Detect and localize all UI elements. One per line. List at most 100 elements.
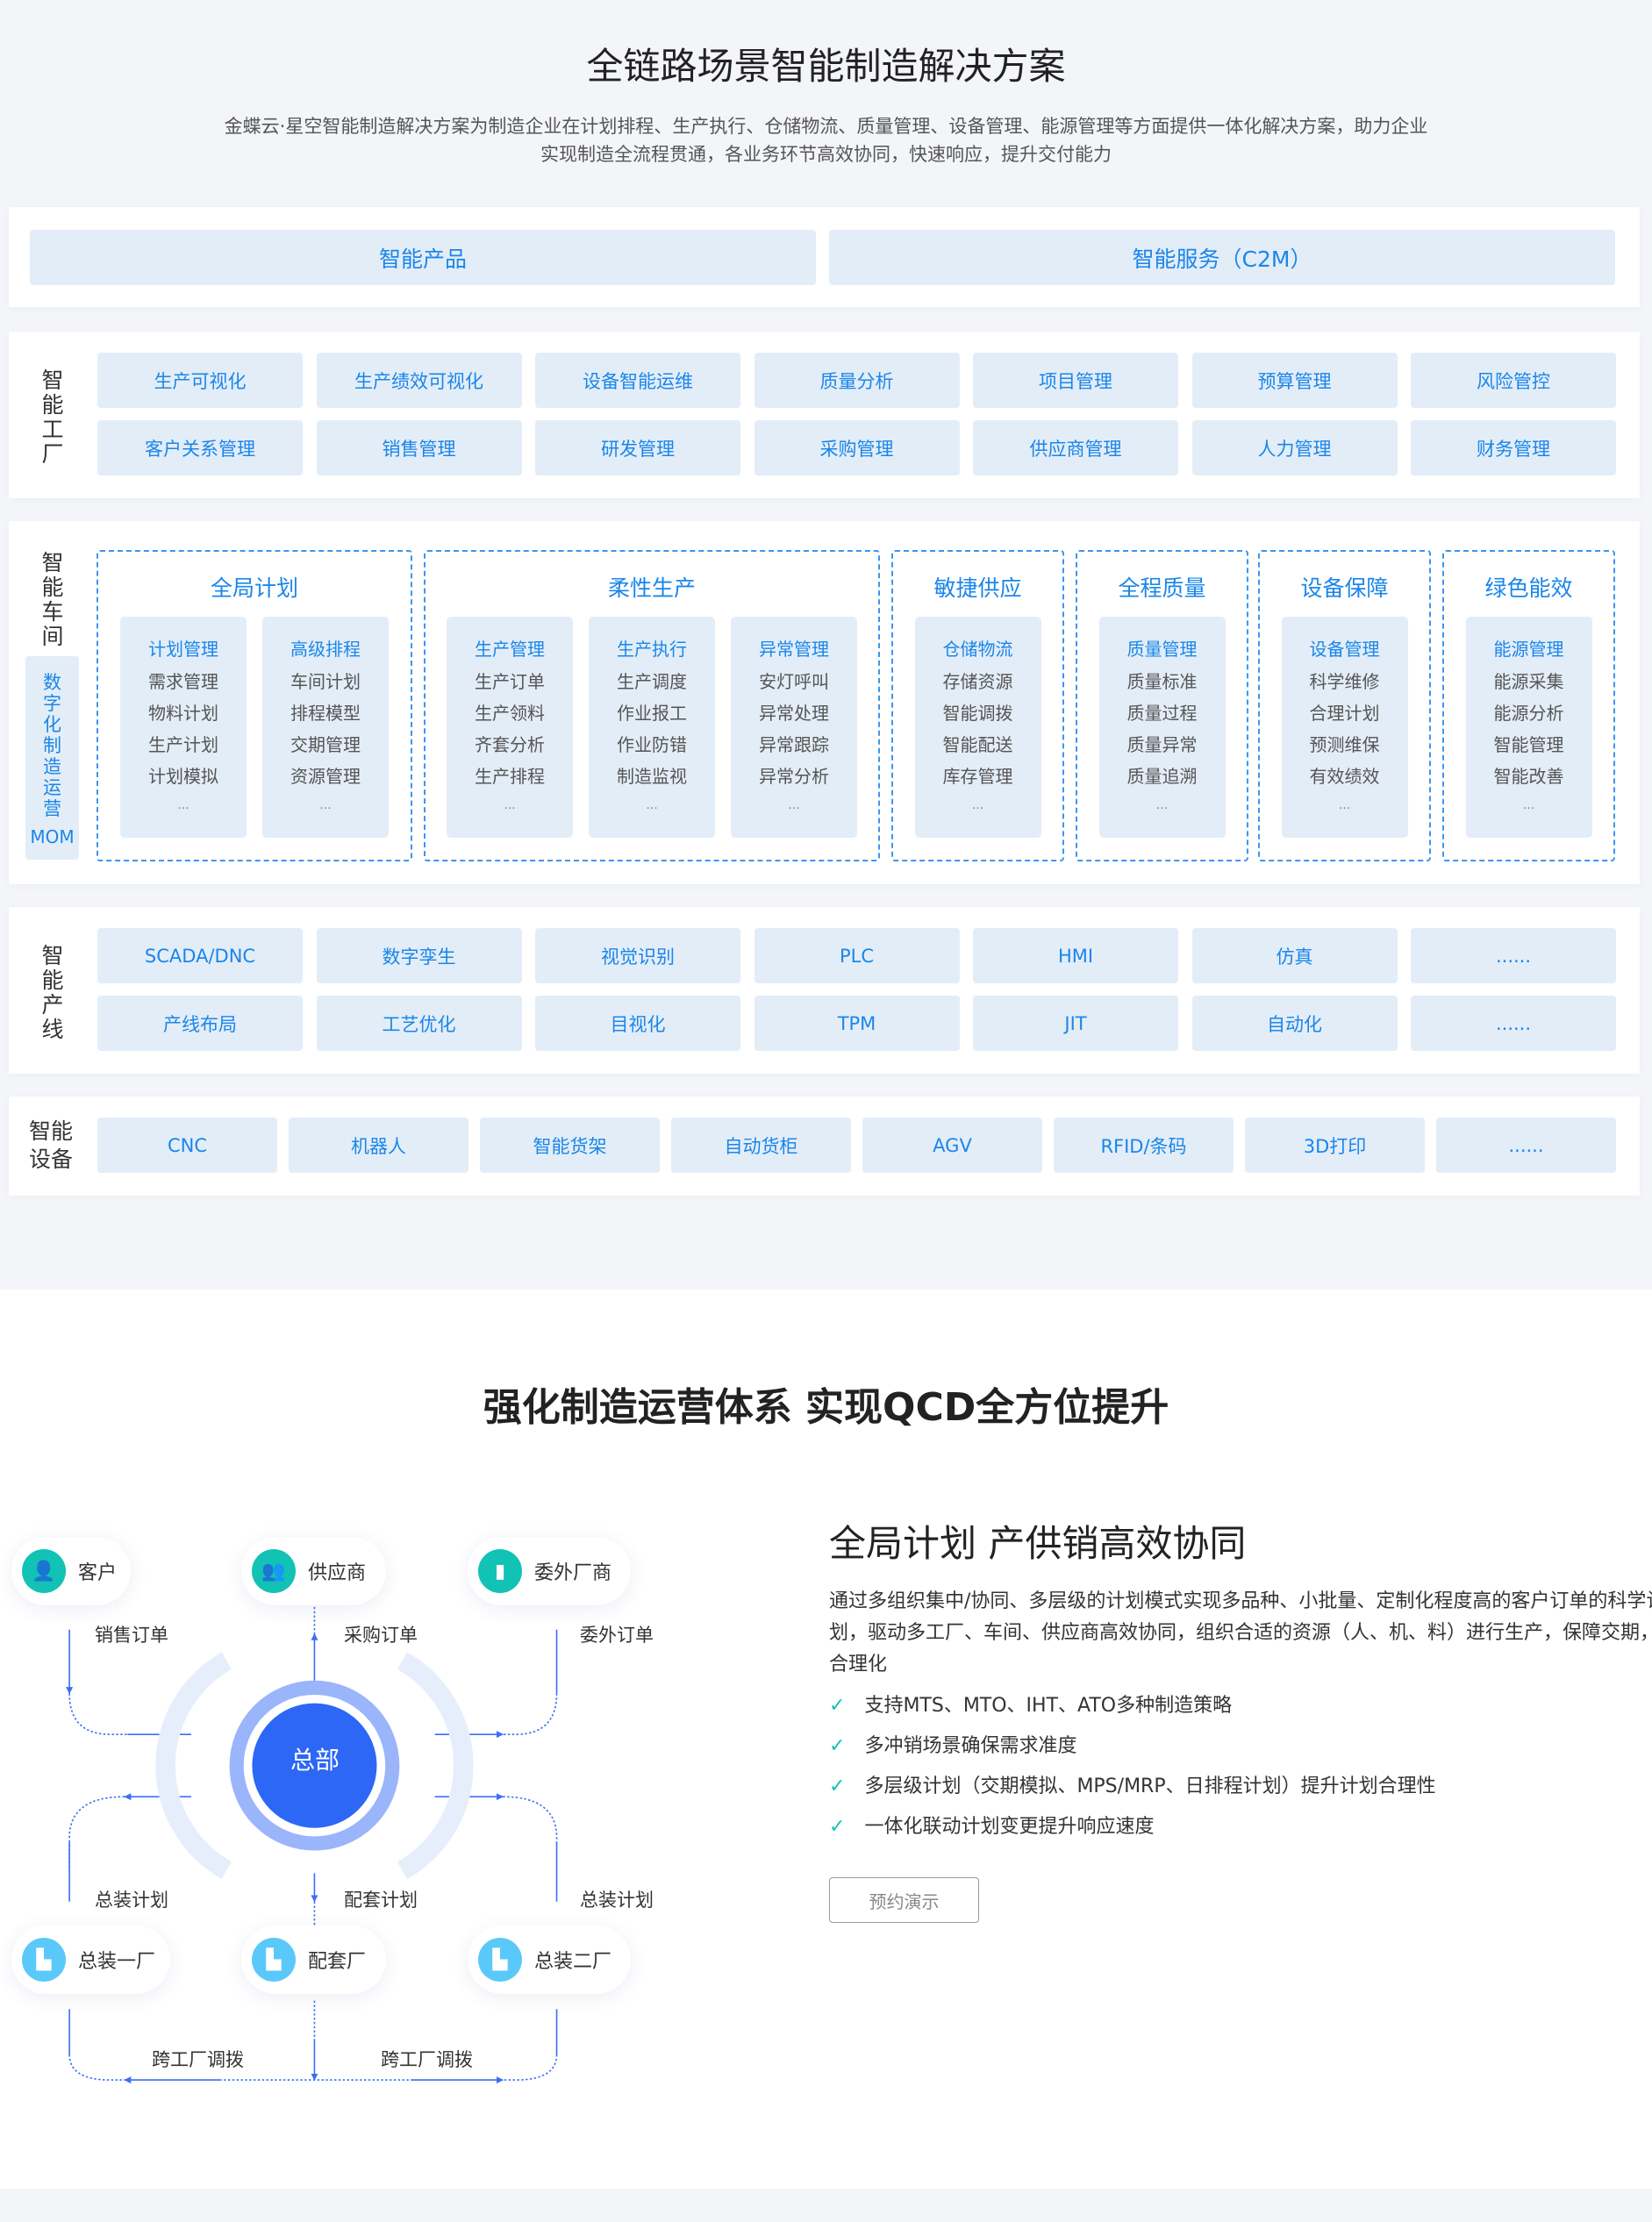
line-item-button[interactable]: 自动化 [1191,996,1398,1051]
smart-factory-panel: 智能工厂 生产可视化生产绩效可视化设备智能运维质量分析项目管理预算管理风险管控客… [9,332,1640,498]
diagram-node-label: 总装二厂 [534,1951,612,1973]
module-card-ellipsis: ... [177,798,190,812]
equipment-item-button[interactable]: 自动货柜 [671,1118,851,1173]
equipment-item-button[interactable]: ...... [1436,1118,1616,1173]
factory-item-button[interactable]: 人力管理 [1191,420,1398,475]
module-card-item[interactable]: 安灯呼叫 [759,671,829,692]
factory-item-button[interactable]: 风险管控 [1411,353,1616,408]
module-card-item[interactable]: 生产领料 [475,703,545,724]
module-card-item[interactable]: 质量标准 [1126,671,1198,692]
equipment-item-button[interactable]: 智能货架 [480,1118,660,1173]
module-card-ellipsis: ... [971,798,984,812]
smart-line-label: 智能产线 [41,943,64,1042]
equipment-item-button[interactable]: AGV [862,1118,1042,1173]
factory-item-button[interactable]: 研发管理 [535,420,740,475]
module-card-item[interactable]: 智能管理 [1493,734,1564,755]
smart-product-button[interactable]: 智能产品 [30,230,816,285]
module-card-item[interactable]: 制造监视 [617,766,687,787]
module-card-item[interactable]: 质量追溯 [1126,766,1198,787]
module-card-item[interactable]: 资源管理 [290,766,361,787]
line-item-button[interactable]: ...... [1411,996,1616,1051]
factory-item-button[interactable]: 设备智能运维 [535,353,740,408]
factory-item-button[interactable]: 项目管理 [973,353,1178,408]
module-card-item[interactable]: 作业报工 [617,703,687,724]
factory-item-button[interactable]: 客户关系管理 [97,420,303,475]
factory-item-button[interactable]: 供应商管理 [973,420,1178,475]
module-card-item[interactable]: 生产计划 [148,734,218,755]
factory-item-button[interactable]: 生产可视化 [97,353,303,408]
module-card-title: 高级排程 [290,639,361,660]
module-card-item[interactable]: 异常分析 [759,766,829,787]
factory-item-button[interactable]: 质量分析 [754,353,960,408]
module-card-item[interactable]: 科学维修 [1309,671,1380,692]
smart-factory-label: 智能工厂 [41,368,64,467]
line-item-button[interactable]: PLC [754,928,960,983]
module-card-item[interactable]: 异常处理 [759,703,829,724]
module-card-item[interactable]: 需求管理 [148,671,218,692]
module-card-item[interactable]: 合理计划 [1309,703,1380,724]
module-card-item[interactable]: 物料计划 [148,703,218,724]
line-item-button[interactable]: SCADA/DNC [97,928,303,983]
module-card-item[interactable]: 生产排程 [475,766,545,787]
diagram-node-label: 供应商 [308,1562,367,1584]
hub-graphic [155,1652,474,1879]
module-card-item[interactable]: 智能改善 [1493,766,1564,787]
module-card-item[interactable]: 排程模型 [290,703,361,724]
module-card-item[interactable]: 生产调度 [617,671,687,692]
module-card-item[interactable]: 质量过程 [1126,703,1198,724]
factory-item-button[interactable]: 采购管理 [754,420,960,475]
module-card-item[interactable]: 车间计划 [290,671,361,692]
line-item-button[interactable]: 目视化 [535,996,740,1051]
line-item-button[interactable]: 工艺优化 [316,996,522,1051]
module-card-item[interactable]: 能源分析 [1493,703,1564,724]
line-item-button[interactable]: ...... [1411,928,1616,983]
product-service-panel: 智能产品 智能服务（C2M） [9,207,1640,307]
module-card-item[interactable]: 智能调拨 [942,703,1013,724]
module-card-title: 生产执行 [617,639,687,660]
factory-icon: ▙ [252,1938,296,1982]
equipment-item-button[interactable]: 3D打印 [1245,1118,1425,1173]
smart-service-button[interactable]: 智能服务（C2M） [829,230,1615,285]
line-item-button[interactable]: 产线布局 [97,996,303,1051]
module-card-item[interactable]: 能源采集 [1493,671,1564,692]
line-item-button[interactable]: TPM [754,996,960,1051]
diagram-node: ▙ 总装二厂 [468,1925,631,1994]
module-card-item[interactable]: 异常跟踪 [759,734,829,755]
module-card-item[interactable]: 质量异常 [1126,734,1198,755]
book-demo-button[interactable]: 预约演示 [829,1877,979,1923]
line-item-button[interactable]: 视觉识别 [535,928,740,983]
module-card-item[interactable]: 生产订单 [475,671,545,692]
line-item-button[interactable]: HMI [973,928,1178,983]
module-card-item[interactable]: 交期管理 [290,734,361,755]
diagram-node: ▮委外厂商 [468,1537,631,1605]
module-card-item[interactable]: 库存管理 [942,766,1013,787]
line-item-button[interactable]: 数字孪生 [316,928,522,983]
workshop-group: 全程质量质量管理质量标准质量过程质量异常质量追溯... [1076,550,1248,861]
module-card-item[interactable]: 作业防错 [617,734,687,755]
factory-item-button[interactable]: 财务管理 [1411,420,1616,475]
flow-label: 销售订单 [95,1625,168,1646]
check-icon: ✓ [829,1775,846,1797]
module-card-item[interactable]: 智能配送 [942,734,1013,755]
module-card-ellipsis: ... [504,798,516,812]
factory-item-button[interactable]: 生产绩效可视化 [316,353,522,408]
module-card-ellipsis: ... [1155,798,1169,812]
line-item-button[interactable]: 仿真 [1191,928,1398,983]
equipment-item-button[interactable]: CNC [97,1118,277,1173]
page-title: 全链路场景智能制造解决方案 [586,45,1066,88]
module-card-item[interactable]: 计划模拟 [148,766,218,787]
module-card-item[interactable]: 有效绩效 [1309,766,1380,787]
equipment-item-button[interactable]: 机器人 [289,1118,468,1173]
page-subtitle-1: 金蝶云·星空智能制造解决方案为制造企业在计划排程、生产执行、仓储物流、质量管理、… [224,116,1428,137]
line-item-button[interactable]: JIT [973,996,1178,1051]
factory-item-button[interactable]: 销售管理 [316,420,522,475]
module-card-item[interactable]: 预测维保 [1309,734,1380,755]
module-card-item[interactable]: 存储资源 [942,671,1013,692]
factory-item-button[interactable]: 预算管理 [1191,353,1398,408]
factory-icon: ▙ [478,1938,522,1982]
diagram-node: 👥供应商 [241,1537,386,1605]
workshop-group: 设备保障设备管理科学维修合理计划预测维保有效绩效... [1258,550,1431,861]
equipment-item-button[interactable]: RFID/条码 [1054,1118,1234,1173]
module-card-item[interactable]: 齐套分析 [475,734,545,755]
